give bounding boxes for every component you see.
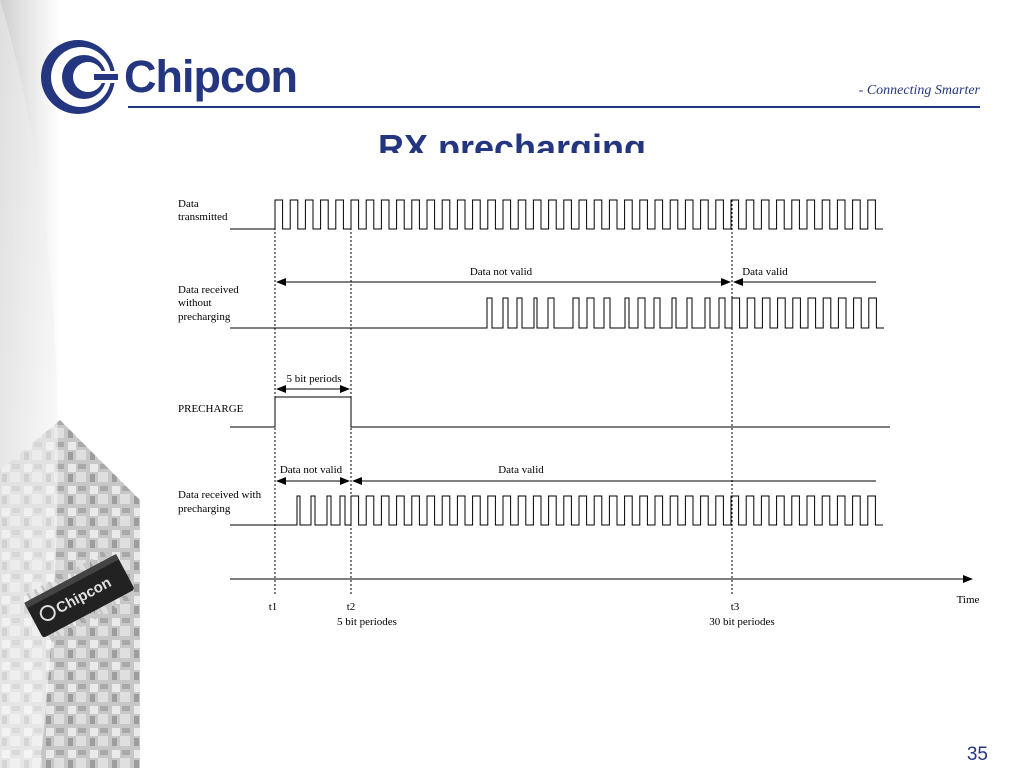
label-precharge: PRECHARGE bbox=[178, 403, 244, 415]
text-data-not-valid-without: Data not valid bbox=[470, 266, 533, 278]
text-data-valid-with: Data valid bbox=[498, 464, 544, 476]
tick-note-t3: 30 bit periodes bbox=[709, 616, 774, 628]
label-rx-with-precharging: Data received with precharging bbox=[178, 489, 264, 515]
chip-illustration-icon: Chipcon bbox=[24, 551, 134, 643]
tick-label-t1: t1 bbox=[269, 601, 278, 613]
tick-label-t3: t3 bbox=[731, 601, 740, 613]
slide-title: RX precharging bbox=[377, 128, 647, 153]
label-data-transmitted: Data transmitted bbox=[178, 198, 228, 223]
waveform-rx-with-precharging bbox=[230, 495, 883, 526]
slide-number: 35 bbox=[966, 744, 988, 765]
tagline: - Connecting Smarter bbox=[858, 83, 980, 98]
company-name: Chipcon bbox=[124, 51, 298, 102]
text-bit-periods: 5 bit periods bbox=[287, 373, 342, 385]
tick-label-t2: t2 bbox=[347, 601, 356, 613]
tick-note-t2: 5 bit periodes bbox=[337, 616, 397, 628]
text-data-valid-without: Data valid bbox=[742, 266, 788, 278]
text-data-not-valid-with: Data not valid bbox=[280, 464, 343, 476]
header-divider bbox=[128, 106, 980, 108]
waveform-rx-without-precharging bbox=[230, 297, 884, 329]
time-axis-label: Time bbox=[957, 594, 980, 606]
waveform-precharge bbox=[230, 396, 890, 428]
label-rx-without-precharging: Data received without precharging bbox=[178, 284, 242, 323]
chipcon-logo-icon bbox=[41, 40, 118, 114]
waveform-data-transmitted bbox=[230, 199, 883, 230]
